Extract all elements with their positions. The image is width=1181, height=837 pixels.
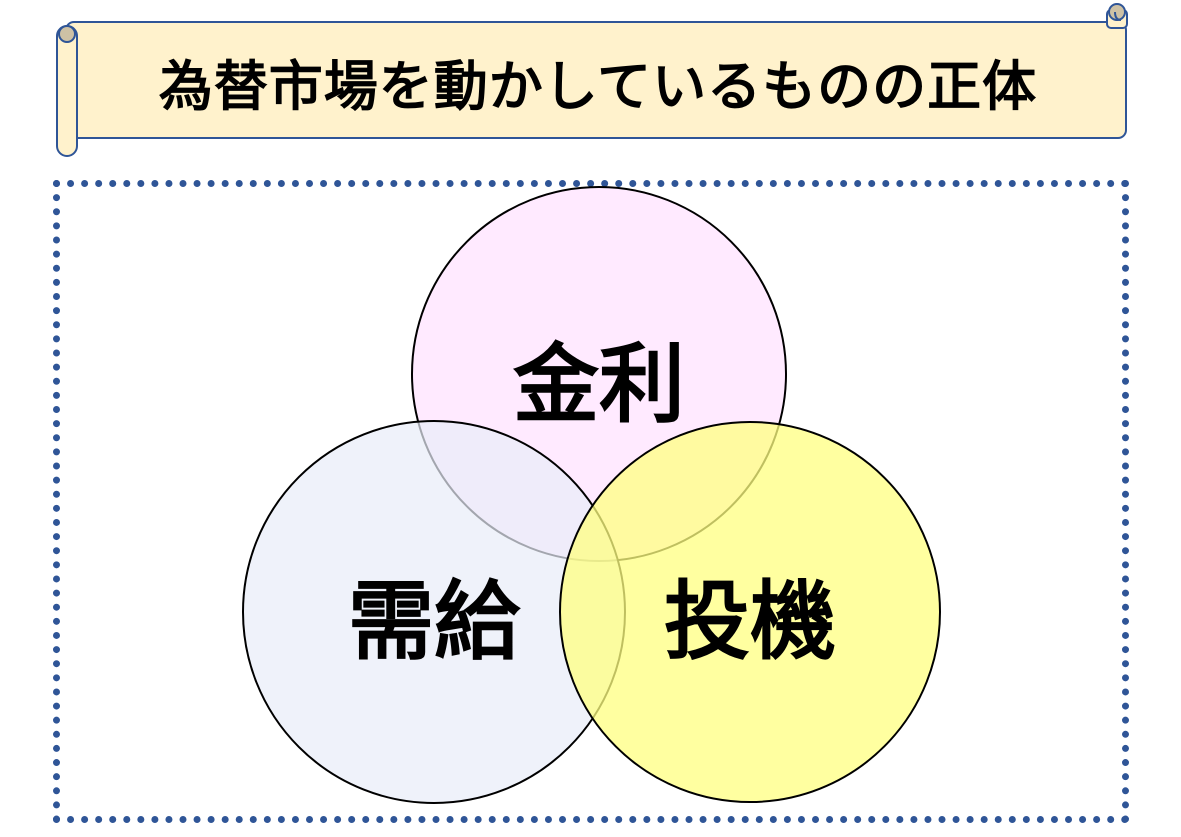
label-supply-demand: 需給 <box>348 572 520 672</box>
banner-right-curl-icon <box>1108 3 1126 21</box>
banner-left-curl-icon <box>58 25 76 43</box>
page-title: 為替市場を動かしているものの正体 <box>158 54 1038 118</box>
label-speculation: 投機 <box>664 572 836 672</box>
circle-speculation <box>559 421 941 803</box>
label-interest: 金利 <box>513 335 685 435</box>
scroll-banner <box>56 3 1128 157</box>
dotted-frame <box>53 180 1129 823</box>
